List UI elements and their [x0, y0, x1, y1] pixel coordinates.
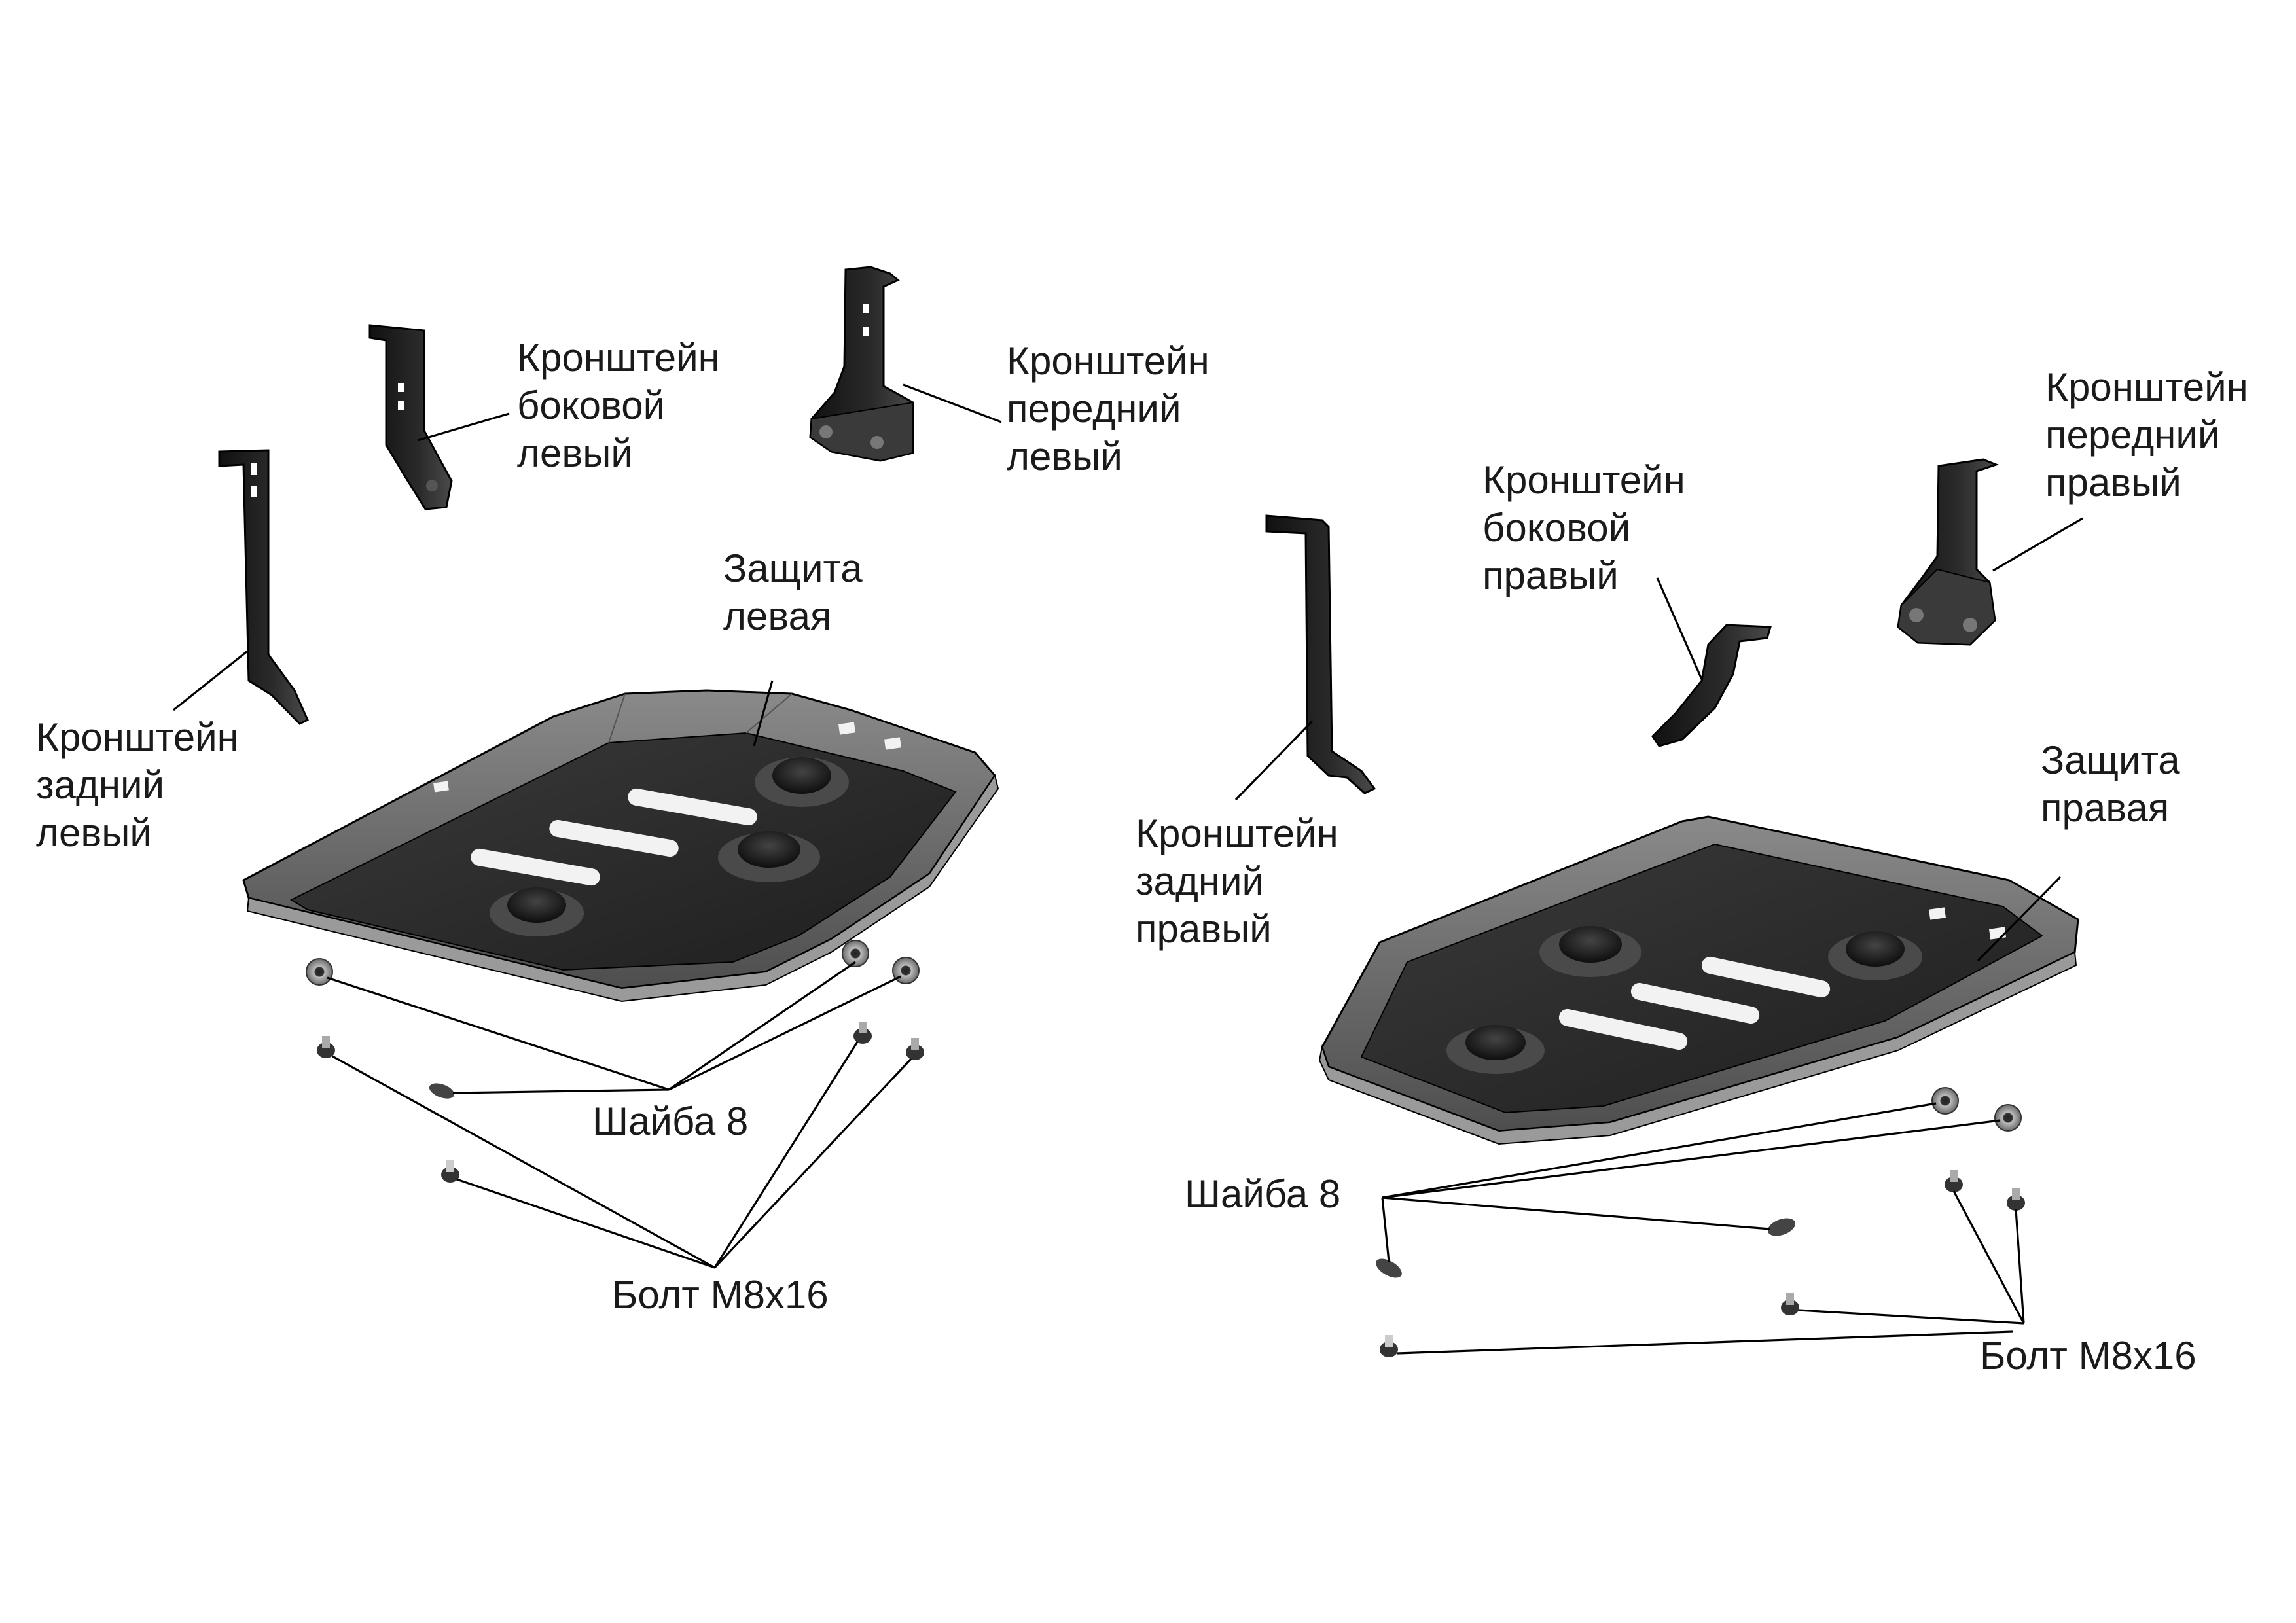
label-line: правый [1136, 907, 1272, 951]
label-line: Болт М8х16 [1980, 1334, 2197, 1378]
label-line: Кронштейн [1136, 812, 1338, 855]
label-bolt-right: Болт М8х16 [1980, 1332, 2197, 1380]
guard-plate-left [242, 689, 999, 1003]
label-line: левый [36, 811, 152, 855]
label-bracket-front-left: Кронштейн передний левый [1007, 337, 1210, 480]
label-guard-right: Защита правая [2041, 736, 2180, 832]
label-line: Кронштейн [36, 715, 239, 759]
label-line: задний [1136, 859, 1265, 903]
label-line: Шайба 8 [592, 1099, 749, 1143]
bracket-front-right [1897, 458, 2000, 646]
label-line: левый [1007, 435, 1122, 478]
label-line: Болт М8х16 [612, 1273, 829, 1317]
label-washer-left: Шайба 8 [592, 1097, 748, 1145]
bracket-side-left [368, 324, 453, 510]
label-line: левый [517, 431, 633, 475]
bracket-front-left [809, 266, 914, 462]
label-bracket-side-right: Кронштейн боковой правый [1482, 456, 1685, 599]
label-line: правый [2045, 461, 2181, 505]
label-line: Кронштейн [1007, 339, 1210, 383]
label-bracket-rear-left: Кронштейн задний левый [36, 713, 239, 857]
label-line: передний [2045, 413, 2220, 457]
bracket-rear-right [1265, 514, 1376, 794]
label-bolt-left: Болт М8х16 [612, 1271, 829, 1319]
guard-plate-right [1318, 815, 2079, 1145]
label-bracket-rear-right: Кронштейн задний правый [1136, 810, 1338, 953]
label-line: левая [723, 594, 832, 638]
label-guard-left: Защита левая [723, 544, 863, 640]
bolts-right [1380, 1170, 2025, 1357]
label-line: Кронштейн [1482, 458, 1685, 502]
label-line: правый [1482, 554, 1619, 597]
bracket-side-right [1651, 624, 1772, 747]
label-line: боковой [517, 383, 666, 427]
label-line: Защита [2041, 738, 2180, 782]
label-bracket-side-left: Кронштейн боковой левый [517, 334, 720, 477]
label-bracket-front-right: Кронштейн передний правый [2045, 363, 2248, 507]
bolts-left [317, 1022, 924, 1183]
label-line: боковой [1482, 506, 1631, 550]
leaders-right [1234, 517, 2083, 1355]
label-line: Защита [723, 546, 863, 590]
washers-right [1376, 1087, 2022, 1278]
label-line: Кронштейн [517, 336, 720, 380]
label-washer-right: Шайба 8 [1185, 1170, 1340, 1218]
bracket-rear-left [218, 449, 309, 725]
leaders-left [173, 383, 1002, 1269]
label-line: Шайба 8 [1185, 1172, 1341, 1216]
label-line: задний [36, 763, 165, 807]
label-line: передний [1007, 387, 1181, 431]
label-line: Кронштейн [2045, 365, 2248, 409]
label-line: правая [2041, 786, 2170, 830]
